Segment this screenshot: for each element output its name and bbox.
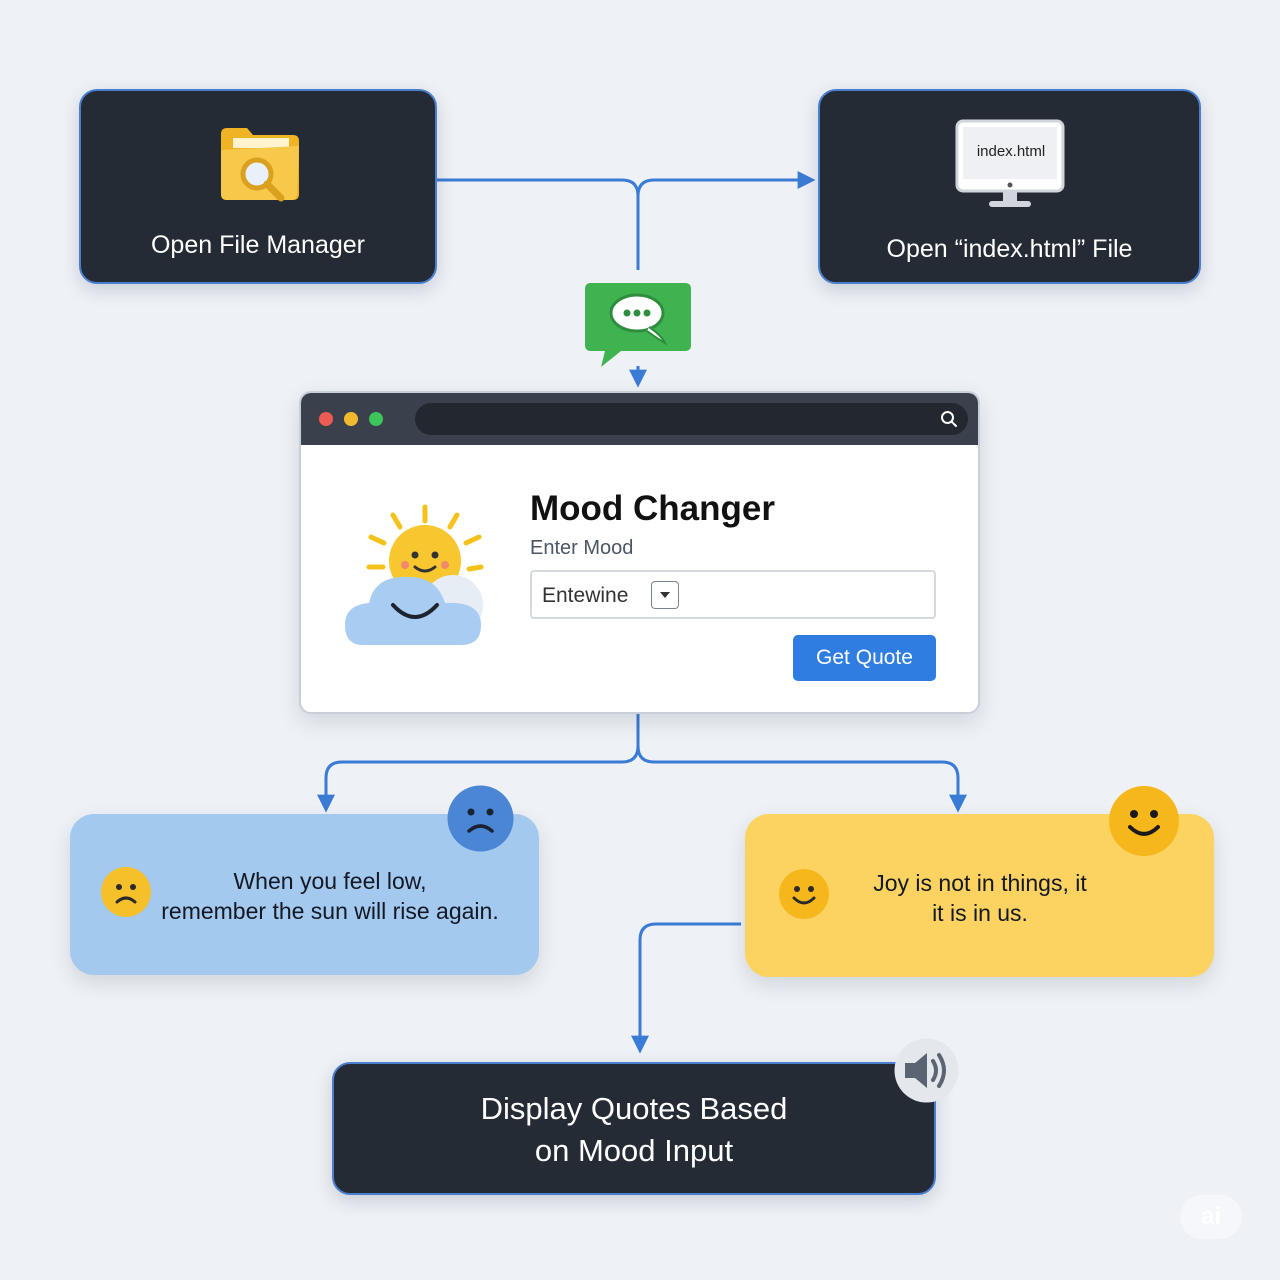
open-file-manager-node: Open File Manager [79, 89, 437, 284]
search-icon[interactable] [940, 410, 958, 428]
display-quotes-line2: on Mood Input [534, 1133, 734, 1168]
display-quotes-line1: Display Quotes Based [480, 1091, 788, 1126]
chevron-down-icon[interactable] [651, 581, 679, 609]
address-bar[interactable] [415, 403, 968, 435]
sad-quote-line1: When you feel low, [233, 868, 427, 894]
monitor-icon: index.html [955, 119, 1067, 211]
app-title: Mood Changer [530, 489, 775, 528]
monitor-screen-text: index.html [976, 143, 1046, 160]
ai-watermark: ai [1180, 1195, 1242, 1239]
sad-quote-line2: remember the sun will rise again. [161, 898, 499, 924]
sun-cloud-icon [345, 504, 484, 645]
mood-select-value: Entewine [542, 584, 629, 607]
display-quotes-node: Display Quotes Based on Mood Input [332, 1062, 936, 1195]
open-index-label: Open “index.html” File [886, 235, 1133, 263]
edge-file-manager-to-index [437, 180, 812, 270]
browser-window: Mood Changer Enter Mood Entewine Get Quo… [299, 391, 980, 714]
edge-happy-to-display [631, 922, 741, 1054]
sad-face-small-icon [101, 867, 151, 917]
browser-titlebar [301, 393, 978, 445]
sad-face-icon [447, 785, 514, 852]
mood-label: Enter Mood [530, 537, 634, 559]
happy-quote-line2: it is in us. [932, 900, 1028, 926]
happy-face-icon [1109, 786, 1179, 856]
close-window-button[interactable] [319, 412, 333, 426]
happy-quote-text: Joy is not in things, it it is in us. [825, 868, 1135, 928]
sad-quote-text: When you feel low, remember the sun will… [150, 866, 510, 926]
open-file-manager-label: Open File Manager [150, 231, 365, 259]
chat-bubbles-icon [585, 283, 691, 367]
edge-browser-split [317, 714, 640, 813]
speaker-icon [894, 1038, 959, 1103]
happy-face-small-icon [779, 869, 829, 919]
edge-browser-to-happy [636, 745, 967, 813]
happy-quote-line1: Joy is not in things, it [873, 870, 1087, 896]
maximize-window-button[interactable] [369, 412, 383, 426]
get-quote-button[interactable]: Get Quote [793, 635, 936, 681]
mood-select[interactable]: Entewine [530, 570, 936, 619]
minimize-window-button[interactable] [344, 412, 358, 426]
display-quotes-label: Display Quotes Based on Mood Input [334, 1088, 934, 1172]
folder-search-icon [221, 128, 299, 202]
open-index-node: index.html Open “index.html” File [818, 89, 1201, 284]
